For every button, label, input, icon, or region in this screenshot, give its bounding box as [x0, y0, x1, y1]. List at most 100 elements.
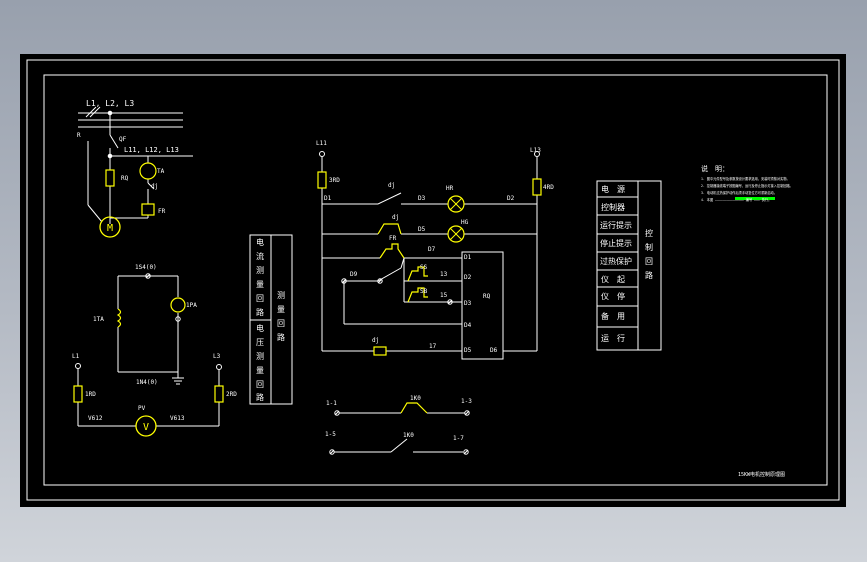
voltage-right-phase: L3 [213, 353, 221, 360]
notes-line: 3. 电动机过热保护动作后须手动复位方可重新启动。 [701, 190, 777, 195]
measure-char: 量 [256, 366, 264, 375]
box-pin-label: D5 [464, 347, 472, 354]
notes-line: 2. 控制器接线端子按图编号，运行及停止指示灯接入控制回路。 [701, 183, 793, 188]
wire15-label: 15 [440, 292, 448, 299]
measure-char: 电 [256, 237, 264, 247]
control-table-frame [596, 180, 662, 351]
outer-border [26, 59, 840, 501]
ammeter-1pa [170, 297, 186, 313]
right-fuse-label: 4RD [543, 184, 554, 191]
lamp2-label: HG [461, 219, 469, 226]
box-pin-label: D3 [464, 300, 472, 307]
ct-coil-1ta [116, 308, 122, 328]
current-circuit [117, 273, 184, 385]
rung3-contact-label: FR [389, 235, 397, 242]
current-top-label: 1S4(0) [135, 264, 157, 271]
measure-char: 量 [256, 280, 264, 289]
terminal-ring [319, 151, 325, 157]
box-pin-label: D1 [464, 254, 472, 261]
notes-heading: 说 明： [701, 164, 729, 173]
lamp-hr-cross [449, 197, 463, 211]
fuse-2rd [214, 385, 224, 403]
control-row: 运行提示 [600, 220, 632, 230]
rung4-wire-label: D9 [350, 271, 358, 278]
bus-node [107, 110, 113, 116]
box-pin-label: D2 [464, 274, 472, 281]
box-pin-label: D4 [464, 322, 472, 329]
switch-blade [147, 182, 155, 190]
terminal-slash [377, 278, 383, 284]
aux-labels: 1-1 1K0 1-3 1-5 1K0 1-7 [325, 395, 472, 442]
control-row: 仪 起 [601, 275, 625, 284]
control-side-char: 制 [645, 242, 653, 252]
aux-contact-1 [400, 402, 428, 414]
title-block: 15KW电机控制原理图 [738, 471, 785, 478]
box-pin-right-label: D6 [490, 347, 498, 354]
measure-side-char: 路 [277, 332, 285, 342]
right-node-label: L13 [530, 147, 541, 154]
rung-1-contact [377, 192, 402, 205]
measure-char: 回 [256, 294, 264, 303]
measure-char: 路 [256, 307, 264, 317]
relay-label: FR [158, 208, 166, 215]
measure-char: 测 [256, 266, 264, 275]
control-row: 备 用 [601, 311, 625, 321]
notes: 说 明： 1. 图中元件型号及参数按设计要求选用，安装时须核对实物。 2. 控制… [701, 164, 793, 202]
left-node-label: L11 [316, 140, 327, 147]
voltage-right-fuse: 2RD [226, 391, 237, 398]
power-circuit [78, 106, 193, 224]
ct-label: TA [157, 168, 165, 175]
voltage-left-phase: L1 [72, 353, 80, 360]
measure-side-char: 回 [277, 319, 285, 328]
measure-char: 测 [256, 352, 264, 361]
rung1-wire-label: D3 [418, 195, 426, 202]
terminal-slash [145, 273, 151, 279]
controller-box [461, 251, 504, 360]
fuse-4rd [532, 178, 542, 196]
aux-contact-2 [390, 438, 408, 453]
bus-tick [85, 106, 97, 118]
left-label: R [77, 132, 81, 139]
switch-sb [407, 287, 428, 303]
terminal-ring [534, 151, 540, 157]
control-side-char: 控 [645, 228, 653, 238]
terminal-slash [463, 449, 469, 455]
control-circuit [319, 151, 540, 360]
voltmeter-label: PV [138, 405, 146, 412]
breaker-blade [109, 134, 119, 149]
lamp-hr-body [447, 195, 465, 213]
inner-border [43, 74, 828, 486]
terminal-ring [463, 449, 469, 455]
bus-tick [89, 106, 101, 118]
motor-icon [99, 216, 121, 238]
control-row: 电 源 [601, 184, 625, 194]
lamp-hg-body [447, 225, 465, 243]
rung3-wire-label: D7 [428, 246, 436, 253]
terminal-ring [216, 364, 222, 370]
contact-rung2 [377, 223, 402, 235]
ctrl-box-label: RQ [483, 293, 491, 300]
terminal-ring [377, 278, 383, 284]
control-row: 过热保护 [600, 256, 632, 266]
terminal-slash [329, 449, 335, 455]
motor-label: M [107, 223, 113, 234]
branch-node [107, 153, 113, 159]
rung1-wire-left: D1 [324, 195, 332, 202]
current-transformer-ta [139, 162, 157, 180]
current-coil-label: 1TA [93, 316, 104, 323]
aux-r2-left: 1-5 [325, 431, 336, 438]
control-labels: L11 L13 3RD 4RD D1 dj D3 HR D2 dj D5 HG … [316, 140, 554, 354]
fuse-label: RQ [121, 175, 129, 182]
voltage-left-wire-label: V612 [88, 415, 103, 422]
measure-char: 路 [256, 392, 264, 402]
fuse-rq [105, 169, 115, 187]
terminal-slash [334, 410, 340, 416]
measure-char: 压 [256, 338, 264, 347]
aux-r1-left: 1-1 [326, 400, 337, 407]
terminal-slash [447, 299, 453, 305]
notes-line: 1. 图中元件型号及参数按设计要求选用，安装时须核对实物。 [701, 176, 790, 181]
lamp-hg-cross [449, 227, 463, 241]
lamp-hg [447, 225, 465, 243]
measure-side-char: 测 [277, 291, 285, 300]
coil-label: dj [372, 337, 379, 344]
